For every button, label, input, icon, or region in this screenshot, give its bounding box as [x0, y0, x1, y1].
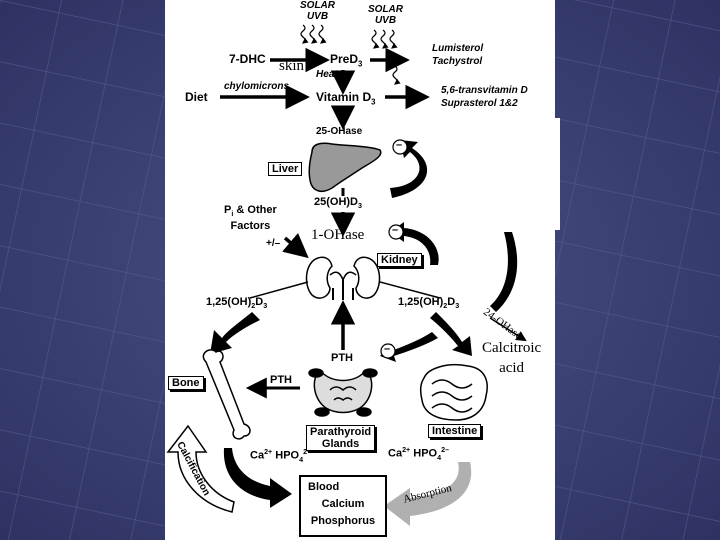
- dhc-label: 7-DHC: [229, 52, 266, 66]
- blood-calcium-text: Blood Calcium Phosphorus: [308, 481, 376, 527]
- 125-left-label: 1,25(OH)2D3: [206, 296, 268, 311]
- ca-hpo4-right-label: Ca2+ HPO42–: [388, 446, 450, 462]
- minus-circle-kidney: [388, 224, 404, 240]
- minus-sign-parathyroid: –: [384, 343, 391, 355]
- absorption-arrow: [384, 462, 472, 526]
- arrow-pi-to-kidney: [282, 232, 309, 259]
- 25ohd3-label: 25(OH)D3: [314, 196, 362, 211]
- arrow-125-to-intestine: [430, 312, 472, 356]
- bone-label: Bone: [168, 376, 204, 390]
- ca-hpo4-left-label: Ca2+ HPO42–: [250, 448, 312, 464]
- kidney-label: Kidney: [377, 253, 422, 267]
- liver-label: Liver: [268, 162, 303, 176]
- intestine-label: Intestine: [428, 424, 482, 438]
- uv-squiggles-left: [300, 24, 327, 44]
- pi-factors-label: Pi & Other Factors: [224, 204, 277, 233]
- arrow-125-to-bone: [210, 312, 260, 354]
- long-feedback-curve: [490, 232, 518, 312]
- calcification-arrow: [166, 424, 235, 513]
- pth-left-label: PTH: [270, 374, 292, 386]
- arrow-left-ca-to-blood: [223, 448, 292, 508]
- pred3-label: PreD3: [330, 52, 363, 69]
- minus-circle-liver: [392, 139, 408, 155]
- line-kidney-to-left-125: [249, 281, 309, 299]
- feedback-arrow-liver: [390, 140, 428, 198]
- skin-label: skin: [279, 58, 305, 74]
- parathyroid-organ: [308, 368, 378, 417]
- line-kidney-to-right-125: [379, 281, 441, 299]
- minus-sign-kidney: –: [392, 224, 399, 236]
- chylomicrons-label: chylomicrons: [224, 81, 290, 92]
- heat-label: Heat: [316, 69, 338, 80]
- uv-squiggles-right: [371, 29, 401, 85]
- arrow-to-calcitroic: [489, 317, 527, 342]
- pth-center-label: PTH: [331, 352, 353, 364]
- vitamin-d3-label: Vitamin D3: [316, 90, 376, 107]
- intestine-organ: [419, 364, 488, 421]
- blood-calcium-box: [299, 475, 387, 537]
- 25ohase-label: 25-OHase: [316, 126, 363, 137]
- 125-right-label: 1,25(OH)2D3: [398, 296, 460, 311]
- plus-minus-label: +/–: [266, 238, 281, 249]
- diagram-panel-extension: [548, 118, 560, 230]
- 1ohase-label: 1-OHase: [311, 227, 365, 243]
- diet-label: Diet: [185, 90, 208, 104]
- kidney-organ: [305, 256, 381, 300]
- minus-circle-parathyroid: [380, 343, 396, 359]
- liver-organ: [308, 142, 382, 193]
- bone-organ: [202, 349, 251, 440]
- minus-sign-liver: –: [396, 139, 403, 151]
